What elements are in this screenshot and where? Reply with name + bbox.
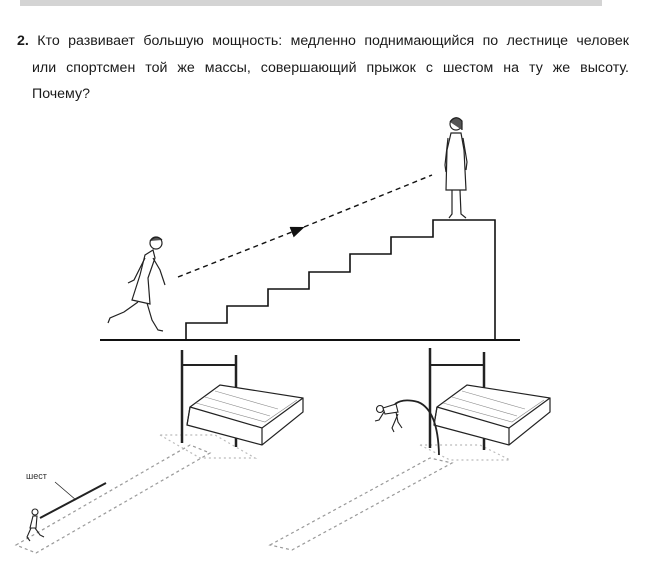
pole-label: шест — [26, 471, 47, 481]
runway-right — [268, 457, 454, 551]
pole-label-leader — [54, 481, 77, 501]
pole-carried — [39, 482, 107, 519]
high-jump-mat-right — [433, 384, 551, 446]
runway-left — [14, 444, 212, 554]
motion-path-dashed-continuation — [303, 174, 433, 228]
top-divider-bar — [20, 0, 602, 6]
question-text: 2. Кто развивает большую мощность: медле… — [17, 28, 629, 108]
question-line-3: Почему? — [32, 86, 90, 102]
stairs-icon — [185, 219, 496, 340]
question-line-1: 2. Кто развивает большую мощность: медле… — [17, 28, 629, 55]
question-line-2: или спортсмен той же массы, совершающий … — [32, 59, 629, 76]
bent-pole — [394, 399, 440, 456]
walking-woman-icon — [107, 236, 166, 332]
vaulter-in-air — [374, 403, 403, 433]
question-line-1-text: Кто развивает большую мощность: медленно… — [37, 33, 629, 49]
pole-vaulter-icon — [26, 481, 107, 542]
high-jump-mat-icon — [186, 384, 304, 446]
high-jump-right — [268, 348, 551, 551]
standing-woman-icon — [444, 117, 468, 219]
question-number: 2. — [17, 33, 29, 49]
high-jump-left — [14, 350, 304, 554]
motion-path-dashed — [177, 226, 305, 278]
